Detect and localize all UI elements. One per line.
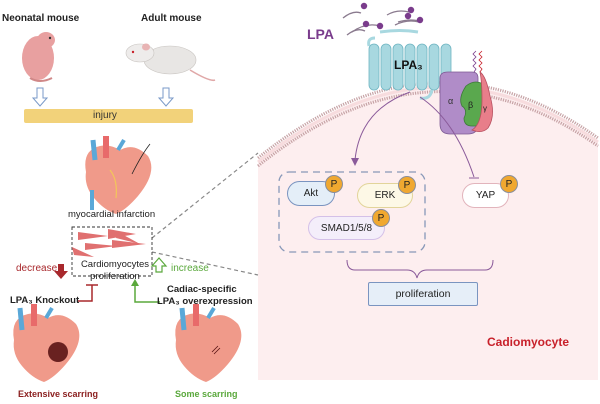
g-gamma-subunit	[471, 71, 493, 132]
overexpression-arrow-line	[134, 284, 160, 303]
phospho-label: P	[377, 212, 385, 224]
overexpression-arrowhead	[131, 279, 139, 286]
smad-phospho-badge: P	[372, 209, 390, 227]
grouping-brace	[346, 259, 494, 279]
phospho-label: P	[330, 178, 338, 190]
smad-protein: SMAD1/5/8	[308, 216, 385, 240]
increase-arrow	[150, 257, 168, 273]
cm-proliferation-line2: proliferation	[90, 271, 140, 282]
some-scarring-label: Some scarring	[175, 389, 238, 399]
lipid-anchor-gamma	[478, 50, 483, 73]
yap-phospho-badge: P	[500, 175, 518, 193]
lpa3-knockout-label: LPA₃ Knockout	[10, 295, 80, 306]
cell-membrane-core	[257, 85, 599, 164]
lpa3-receptor	[367, 29, 452, 100]
cm-proliferation-line1: Cardiomyocytes	[80, 259, 150, 270]
lipid-anchor-alpha	[472, 50, 477, 73]
lpa-heads	[360, 2, 424, 30]
yap-protein: YAP	[462, 183, 509, 208]
g-alpha-label: α	[448, 96, 454, 106]
neonatal-mouse-illustration	[22, 32, 55, 82]
proliferation-box: proliferation	[368, 282, 478, 306]
zoom-line-top	[151, 152, 259, 239]
smad-label: SMAD1/5/8	[320, 222, 373, 234]
cardiomyocytes-illustration	[72, 229, 146, 257]
kinase-group-box	[278, 171, 426, 253]
yap-label: YAP	[475, 190, 496, 201]
cardiomyocytes-dashed-box	[71, 226, 153, 277]
phospho-label: P	[403, 179, 411, 191]
down-arrow-adult	[157, 87, 175, 107]
increase-label: increase	[171, 263, 209, 274]
akt-phospho-badge: P	[325, 175, 343, 193]
adult-mouse-illustration	[125, 43, 216, 82]
extensive-scarring-label: Extensive scarring	[18, 389, 99, 399]
akt-label: Akt	[303, 188, 319, 199]
overexpression-label-line1: Cadiac-specific	[167, 284, 237, 295]
injury-label: injury	[93, 110, 117, 121]
cell-membrane-inner	[257, 90, 599, 168]
cardiomyocyte-label: Cadiomyocyte	[487, 335, 570, 349]
knockout-inhibit-line	[78, 285, 93, 302]
proliferation-label: proliferation	[395, 288, 451, 300]
overexpression-label-line2: LPA₃ overexpression	[157, 296, 253, 307]
g-beta-label: β	[468, 100, 474, 110]
heart-extensive-scarring	[13, 304, 80, 382]
injury-bar	[24, 109, 193, 123]
g-gamma-label: γ	[483, 104, 487, 113]
arrowhead-kinases	[351, 158, 359, 166]
erk-phospho-badge: P	[398, 176, 416, 194]
erk-label: ERK	[374, 190, 396, 201]
extracellular-space	[258, 60, 598, 160]
arrow-to-kinases	[354, 91, 411, 161]
heart-some-scarring	[175, 304, 242, 382]
myocardial-infarction-label: myocardial infarction	[68, 209, 156, 220]
inhibit-line-yap	[419, 96, 475, 178]
lpa3-receptor-label: LPA₃	[394, 58, 423, 72]
decrease-arrow	[54, 264, 68, 279]
neonatal-mouse-label: Neonatal mouse	[2, 13, 80, 24]
heart-mi-illustration	[85, 136, 152, 214]
phospho-label: P	[505, 178, 513, 190]
lpa-label: LPA	[307, 26, 334, 42]
down-arrow-neonatal	[31, 87, 49, 107]
decrease-label: decrease	[16, 263, 58, 274]
adult-mouse-label: Adult mouse	[141, 13, 202, 24]
